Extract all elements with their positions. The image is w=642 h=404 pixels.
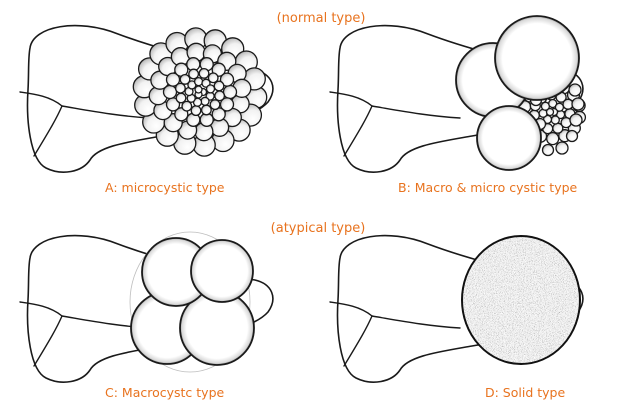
caption-a: A: microcystic type [105,180,225,195]
microcyst [214,81,224,91]
microcyst [547,133,559,145]
microcyst [553,123,563,133]
microcyst [199,69,209,79]
microcyst [224,86,237,99]
microcyst [567,131,578,142]
microcyst [556,142,568,154]
microcyst [569,84,581,96]
microcyst [195,78,203,86]
microcyst [547,109,554,116]
microcyst [551,116,559,124]
macro-cysts-c [131,238,254,365]
microcyst [201,97,209,105]
microcyst [195,86,202,93]
microcyst [202,105,212,115]
panel-b: B: Macro & micro cystic type [330,16,585,195]
panel-d: D: Solid type [330,236,583,400]
microcyst [570,114,582,126]
header-atypical-type: (atypical type) [271,221,366,236]
panel-c: C: Macrocystc type [20,232,273,400]
microcyst [176,83,186,93]
panel-a: A: microcystic type [20,26,273,195]
microcyst [207,85,215,93]
caption-d: D: Solid type [485,385,565,400]
caption-b: B: Macro & micro cystic type [398,180,578,195]
header-normal-type: (normal type) [277,11,366,26]
caption-c: C: Macrocystc type [105,385,225,400]
microcyst [215,91,225,101]
microcyst [164,86,177,99]
microcyst [210,100,220,110]
microcyst [572,98,584,110]
microcyst [176,93,186,103]
microcyst [543,145,554,156]
solid-mass-d [462,236,580,364]
microcyst [191,106,201,116]
